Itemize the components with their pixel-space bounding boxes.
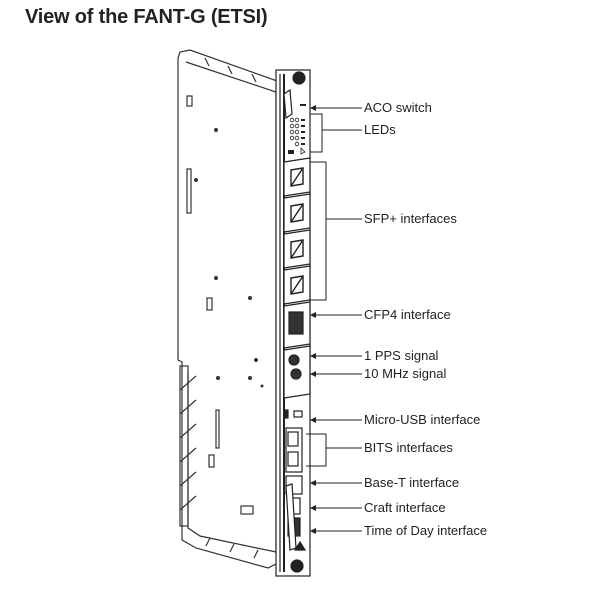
diagram-title: View of the FANT-G (ETSI) xyxy=(25,6,268,28)
label-sfp-interfaces: SFP+ interfaces xyxy=(364,211,457,226)
label-time-of-day-interface: Time of Day interface xyxy=(364,523,488,538)
label-micro-usb-interface: Micro-USB interface xyxy=(364,412,481,427)
label-base-t-interface: Base-T interface xyxy=(364,475,460,490)
label-bits-interfaces: BITS interfaces xyxy=(364,440,453,455)
label-10mhz-signal: 10 MHz signal xyxy=(364,366,447,381)
label-craft-interface: Craft interface xyxy=(364,500,446,515)
label-1pps-signal: 1 PPS signal xyxy=(364,348,439,363)
label-aco-switch: ACO switch xyxy=(364,100,432,115)
label-cfp4-interface: CFP4 interface xyxy=(364,307,451,322)
label-leds: LEDs xyxy=(364,122,396,137)
